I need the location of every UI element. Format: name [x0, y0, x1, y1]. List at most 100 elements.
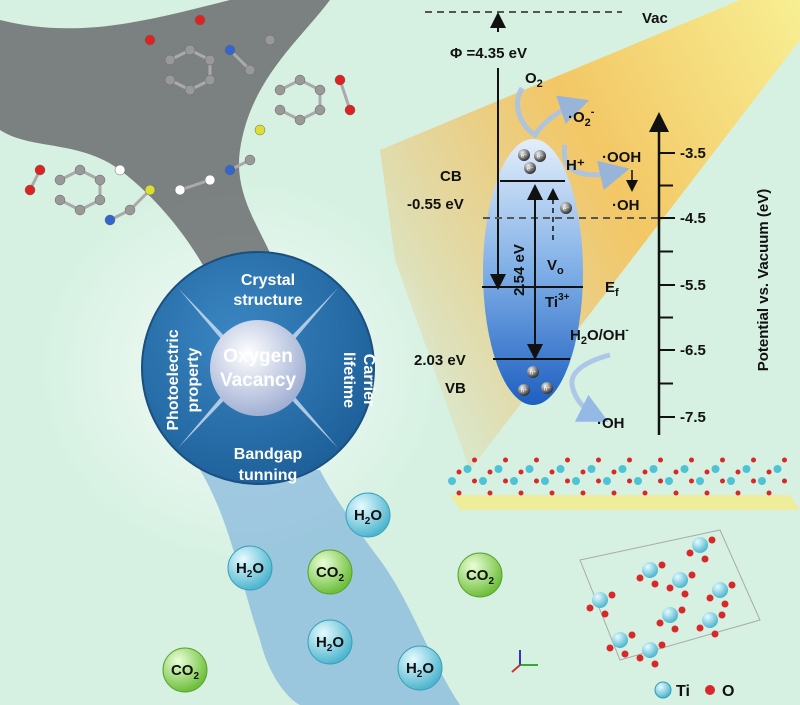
o-atom-icon	[751, 478, 756, 484]
o-atom-icon	[472, 478, 477, 484]
o-atom-icon	[658, 478, 663, 484]
axis-label: Potential vs. Vacuum (eV)	[755, 189, 772, 372]
ti-atom-icon	[592, 592, 608, 608]
co2-label: CO2	[171, 662, 200, 682]
o-atom-icon	[456, 490, 462, 496]
semiconductor-ellipse	[483, 139, 583, 405]
o-atom-icon	[596, 457, 601, 463]
ti-atom-icon	[773, 465, 782, 473]
o-atom-icon	[671, 625, 679, 633]
o-atom-icon	[565, 457, 570, 463]
ti-atom-icon	[642, 562, 658, 578]
atom-icon	[74, 204, 86, 216]
o-atom-icon	[549, 469, 555, 475]
o-atom-icon	[651, 580, 659, 588]
bond	[338, 79, 352, 111]
o-atom-icon	[689, 478, 694, 484]
o-atom-icon	[673, 490, 679, 496]
ti-atom-icon	[556, 465, 565, 473]
ti-atom-icon	[727, 477, 735, 485]
atom-icon	[104, 214, 116, 226]
o-atom-icon	[487, 469, 493, 475]
wheel-left-line1: Photoelectric	[165, 329, 182, 430]
work-function: Φ =4.35 eV	[450, 45, 527, 62]
o-atom-icon	[782, 478, 787, 484]
carrier-label: e⁻	[527, 167, 534, 173]
unit-cell	[579, 529, 761, 668]
o-atom-icon	[728, 581, 736, 589]
o-atom-icon	[686, 549, 694, 557]
o-atom-icon	[627, 478, 632, 484]
wheel-top-line1: Crystal	[241, 272, 295, 289]
ti3-label: Ti3+	[545, 292, 570, 311]
ti-atom-icon	[634, 477, 642, 485]
wheel-top-line2: structure	[233, 292, 302, 309]
o-atom-icon	[711, 630, 719, 638]
ti-atom-icon	[463, 465, 472, 473]
o-atom-icon	[751, 457, 756, 463]
ti-atom-icon	[680, 465, 689, 473]
o-atom-icon	[549, 490, 555, 496]
o-atom-icon	[651, 660, 659, 668]
superoxide-label: ·O2-	[568, 106, 595, 129]
hole-icon	[527, 366, 539, 378]
carrier-label: h⁺	[521, 388, 528, 395]
o-atom-icon	[534, 478, 539, 484]
o-atom-icon	[656, 619, 664, 627]
o-atom-icon	[704, 469, 710, 475]
o-atom-icon	[673, 469, 679, 475]
tio2-lattice	[448, 457, 787, 496]
atom-icon	[334, 74, 346, 86]
o-atom-icon	[611, 469, 617, 475]
ef-label: Ef	[605, 279, 619, 299]
co2-bubble: CO2	[307, 549, 353, 595]
o-atom-icon	[580, 490, 586, 496]
h-plus-label: H⁺	[566, 157, 585, 174]
h2o-label: H2O	[406, 660, 434, 680]
bond	[179, 178, 211, 192]
atom-icon	[94, 194, 106, 206]
o-atom-icon	[642, 490, 648, 496]
ti-atom-icon	[603, 477, 611, 485]
band-diagram: Vac Φ =4.35 eV O2 ·O2- H⁺ ·OOH ·OH CB -0…	[407, 10, 672, 432]
o-atom-icon	[627, 457, 632, 463]
co2-label: CO2	[466, 567, 495, 587]
atom-icon	[54, 194, 66, 206]
ti-atom-icon	[510, 477, 518, 485]
o-atom-icon	[706, 594, 714, 602]
o-atom-icon	[636, 654, 644, 662]
legend-ti: Ti	[676, 683, 690, 700]
o-atom-icon	[611, 490, 617, 496]
cb-label: CB	[440, 168, 462, 185]
ti-atom-icon	[642, 642, 658, 658]
h2o-label: H2O	[316, 634, 344, 654]
electron-icon	[524, 162, 536, 174]
atom-icon	[224, 44, 236, 56]
ti-atom-icon	[525, 465, 534, 473]
o-atom-icon	[636, 574, 644, 582]
h2o-label: H2O	[354, 507, 382, 527]
o-atom-icon	[596, 478, 601, 484]
ti-atom-icon	[649, 465, 658, 473]
h2o-label: H2O	[236, 560, 264, 580]
ti-atom-icon	[742, 465, 751, 473]
atom-icon	[144, 184, 156, 196]
wheel-right-line2: lifetime	[340, 352, 357, 408]
atom-icon	[224, 164, 236, 176]
o2-label: O2	[525, 70, 543, 90]
atom-icon	[314, 104, 326, 116]
atom-icon	[254, 124, 266, 136]
atom-icon	[204, 74, 216, 86]
grey-splash	[0, 0, 330, 330]
o-atom-icon	[720, 478, 725, 484]
ti-atom-icon	[541, 477, 549, 485]
o-atom-icon	[472, 457, 477, 463]
ti-atom-icon	[618, 465, 627, 473]
o-atom-icon	[628, 631, 636, 639]
carrier-label: e⁻	[521, 154, 528, 160]
atom-icon	[314, 84, 326, 96]
wheel-bottom-line1: Bandgap	[234, 446, 303, 463]
vo-label: Vo	[547, 257, 564, 277]
